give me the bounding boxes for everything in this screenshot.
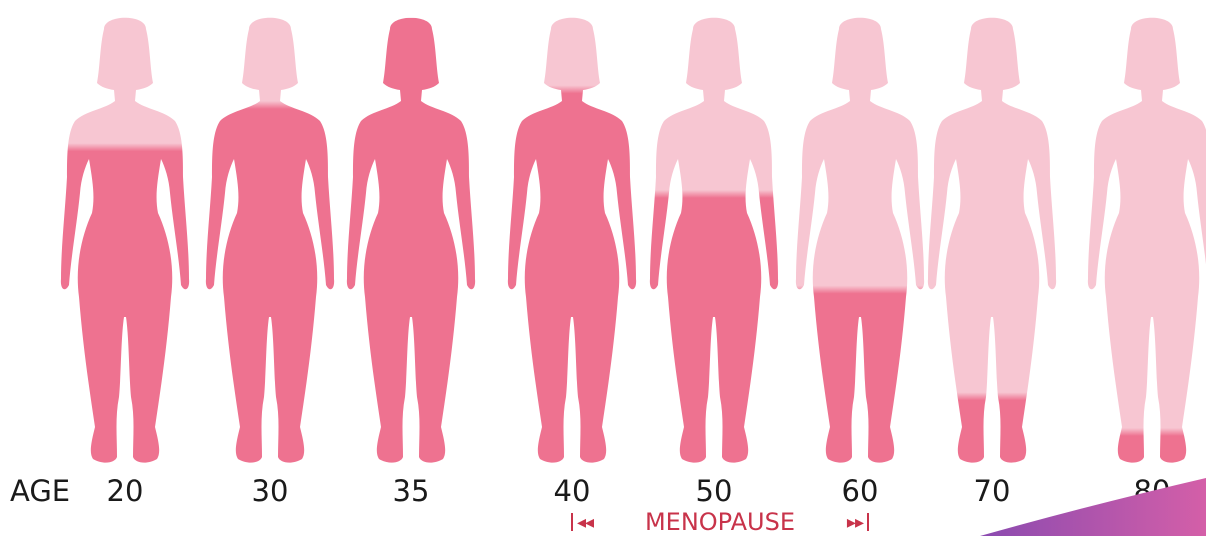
body-figure-age-35 <box>347 18 475 463</box>
body-figure-age-50 <box>650 18 778 463</box>
body-figure-age-60 <box>796 18 924 463</box>
age-label-20: 20 <box>107 474 144 508</box>
age-label-40: 40 <box>554 474 591 508</box>
body-figure-age-70 <box>928 18 1056 463</box>
age-label-30: 30 <box>252 474 289 508</box>
age-label-60: 60 <box>842 474 879 508</box>
menopause-range: ◂◂ MENOPAUSE ▸▸ <box>567 508 873 536</box>
age-label-80: 80 <box>1134 474 1171 508</box>
age-label-35: 35 <box>393 474 430 508</box>
body-figure-age-40 <box>508 18 636 463</box>
menopause-left-arrow-icon: ◂◂ <box>567 512 593 533</box>
menopause-right-arrow-icon: ▸▸ <box>847 512 873 533</box>
body-figure-age-80 <box>1088 18 1206 463</box>
body-figures <box>0 0 1206 470</box>
body-figure-age-30 <box>206 18 334 463</box>
age-label-50: 50 <box>696 474 733 508</box>
age-axis-label: AGE <box>10 474 70 508</box>
menopause-label: MENOPAUSE <box>645 508 795 536</box>
age-label-70: 70 <box>974 474 1011 508</box>
body-figure-age-20 <box>61 18 189 463</box>
